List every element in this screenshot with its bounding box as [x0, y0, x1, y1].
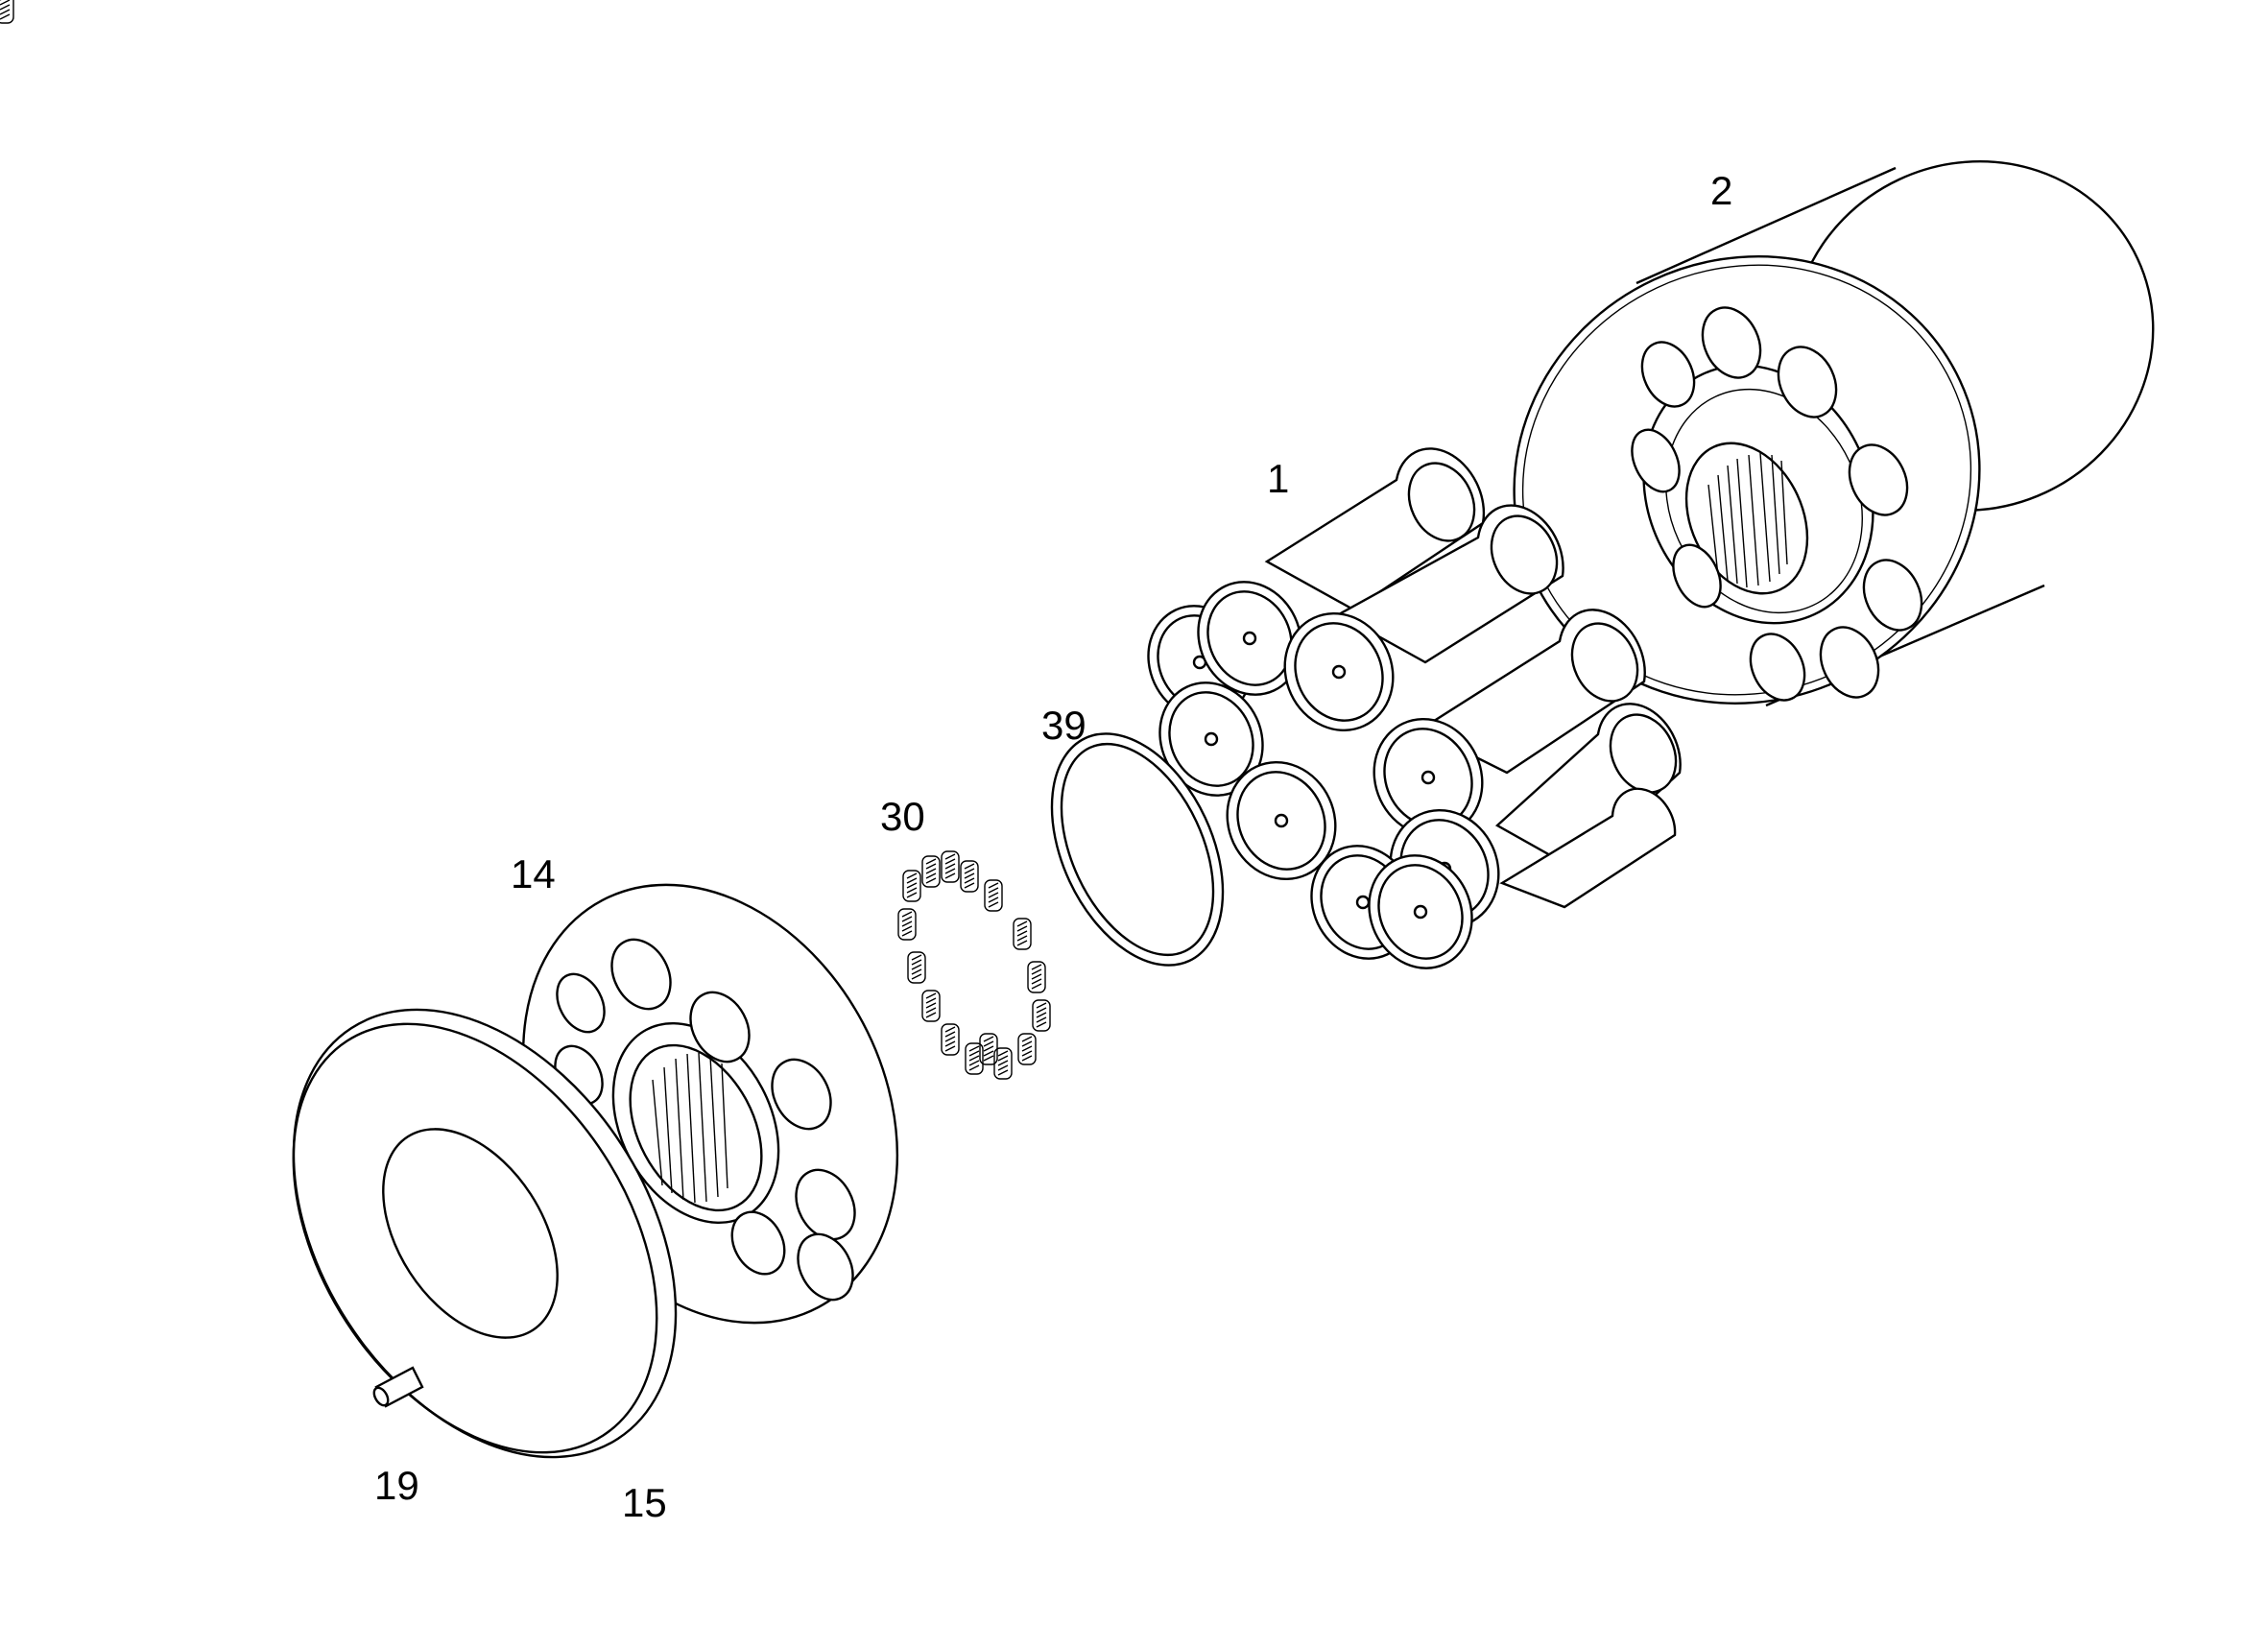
label-part-30: 30: [880, 794, 925, 839]
label-part-2: 2: [1710, 168, 1733, 213]
thrust-washer: [292, 1008, 678, 1459]
cylinder-block: [1513, 159, 2155, 707]
piston-assembly: [1147, 447, 1682, 969]
pin: [372, 1366, 424, 1408]
label-part-19: 19: [374, 1463, 419, 1508]
label-part-1: 1: [1267, 456, 1290, 501]
label-part-39: 39: [1041, 703, 1086, 748]
spring-set: [0, 0, 1051, 1080]
label-part-14: 14: [511, 851, 556, 896]
label-part-15: 15: [622, 1480, 667, 1525]
shim-ring: [1050, 732, 1225, 967]
